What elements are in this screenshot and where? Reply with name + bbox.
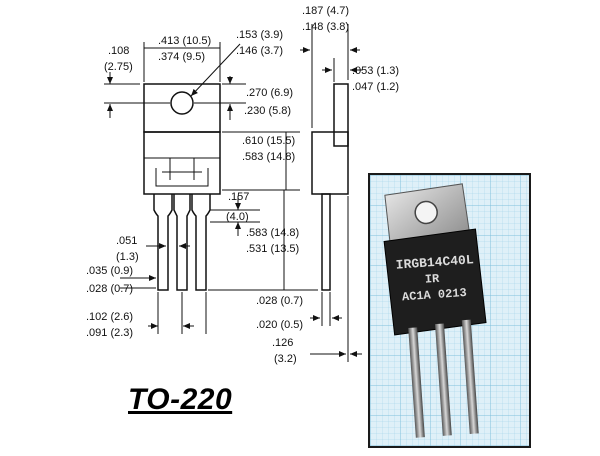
dimension-labels: .108 (2.75) .413 (10.5) .374 (9.5) .153 … <box>86 5 399 365</box>
dim-hole-min: .146 (3.7) <box>236 45 283 57</box>
dim-tab-thick-max: .053 (1.3) <box>352 65 399 77</box>
dim-total-thick-min: .148 (3.8) <box>302 21 349 33</box>
front-dimension-lines <box>104 42 318 334</box>
component-photo: IRGB14C40L IR AC1A 0213 <box>368 173 531 448</box>
dim-lead-thick-max: .035 (0.9) <box>86 265 133 277</box>
dim-tab-hole-offset-1: .108 <box>108 45 129 57</box>
dim-pitch-max: .102 (2.6) <box>86 311 133 323</box>
dim-tab-hole-offset-2: (2.75) <box>104 61 133 73</box>
dim-lead-thick-min: .028 (0.7) <box>86 283 133 295</box>
front-tab-outline <box>143 83 221 133</box>
front-body-outline <box>143 131 221 195</box>
body-inset <box>155 168 209 187</box>
dim-tab-thick-min: .047 (1.2) <box>352 81 399 93</box>
dim-lead-width-2: (1.3) <box>116 251 139 263</box>
dim-lead-length-max: .583 (14.8) <box>246 227 299 239</box>
photo-body <box>383 228 487 336</box>
dim-hole-top-max: .270 (6.9) <box>246 87 293 99</box>
dim-side-offset-1: .126 <box>272 337 293 349</box>
dim-lead-width-1: .051 <box>116 235 137 247</box>
dim-total-thick-max: .187 (4.7) <box>302 5 349 17</box>
photo-marking-line3: AC1A 0213 <box>402 286 468 304</box>
dim-lead-length-min: .531 (13.5) <box>246 243 299 255</box>
photo-marking-line1: IRGB14C40L <box>395 252 474 272</box>
dim-side-lead-min: .020 (0.5) <box>256 319 303 331</box>
dim-lead-shoulder-2: (4.0) <box>226 211 249 223</box>
dim-hole-max: .153 (3.9) <box>236 29 283 41</box>
dim-lead-shoulder-1: .157 <box>228 191 249 203</box>
dim-hole-top-min: .230 (5.8) <box>244 105 291 117</box>
hole-leader <box>190 43 241 97</box>
dim-side-lead-max: .028 (0.7) <box>256 295 303 307</box>
package-title: TO-220 <box>128 383 233 416</box>
photo-hole <box>414 200 438 225</box>
photo-marking-line2: IR <box>424 272 440 287</box>
side-tab <box>333 83 349 147</box>
side-body <box>311 131 349 195</box>
side-lead <box>321 193 331 291</box>
dim-body-height-min: .583 (14.8) <box>242 151 295 163</box>
dim-body-width-min: .374 (9.5) <box>158 51 205 63</box>
side-dimension-lines <box>300 24 362 362</box>
dim-body-height-max: .610 (15.5) <box>242 135 295 147</box>
dim-side-offset-2: (3.2) <box>274 353 297 365</box>
dim-body-width-max: .413 (10.5) <box>158 35 211 47</box>
side-view <box>311 83 349 291</box>
photo-lead-3 <box>461 319 479 434</box>
dim-pitch-min: .091 (2.3) <box>86 327 133 339</box>
front-view <box>143 43 241 291</box>
photo-lead-1 <box>408 327 425 438</box>
photo-drawing: IRGB14C40L IR AC1A 0213 <box>370 175 529 446</box>
mounting-hole <box>170 91 194 115</box>
photo-lead-2 <box>434 323 452 436</box>
front-leads <box>153 194 211 291</box>
